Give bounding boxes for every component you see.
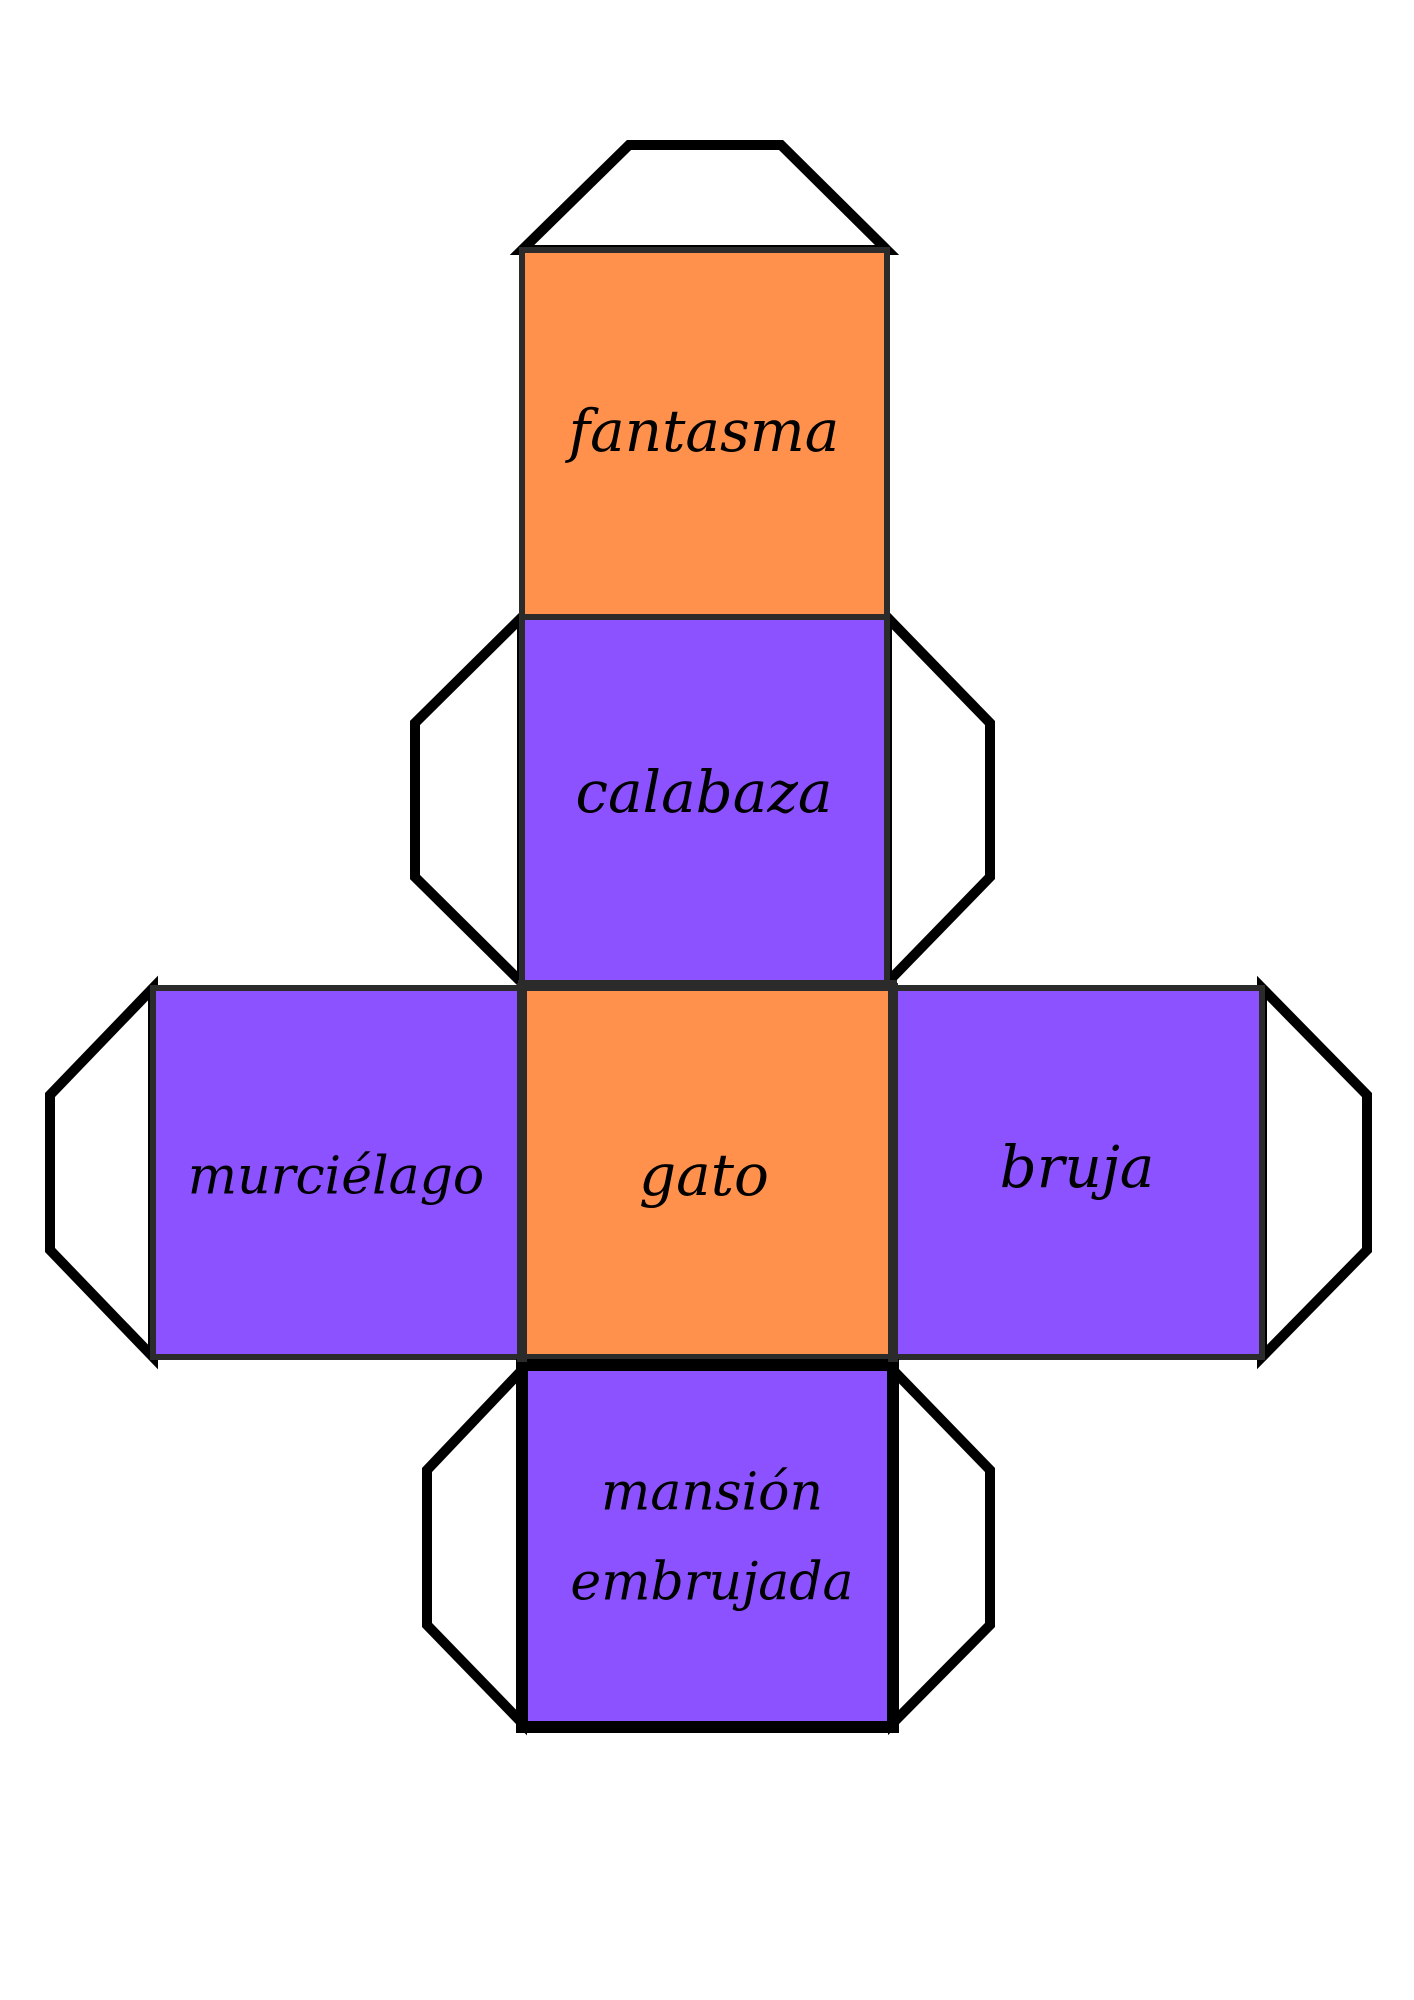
face-label-murcielago: murciélago bbox=[188, 1147, 484, 1207]
face-upper bbox=[519, 614, 890, 986]
face-label-mansion: mansión bbox=[601, 1463, 823, 1523]
face-left bbox=[150, 985, 526, 1360]
face-label-gato: gato bbox=[639, 1141, 769, 1209]
glue-tab-left bbox=[45, 975, 158, 1370]
glue-tab-bottom-left bbox=[422, 1357, 527, 1736]
glue-tab-bottom-right bbox=[888, 1357, 995, 1736]
face-top bbox=[519, 247, 890, 620]
glue-tab-top bbox=[509, 140, 900, 255]
glue-tab-upper-right bbox=[882, 604, 995, 996]
face-label-fantasma: fantasma bbox=[565, 397, 840, 465]
face-right bbox=[890, 985, 1265, 1360]
face-label-calabaza: calabaza bbox=[575, 758, 832, 826]
face-label-embrujada: embrujada bbox=[570, 1553, 853, 1613]
glue-tab-right bbox=[1257, 975, 1372, 1370]
face-bottom bbox=[516, 1359, 899, 1733]
face-label-bruja: bruja bbox=[1000, 1133, 1155, 1201]
glue-tab-upper-left bbox=[410, 605, 527, 995]
